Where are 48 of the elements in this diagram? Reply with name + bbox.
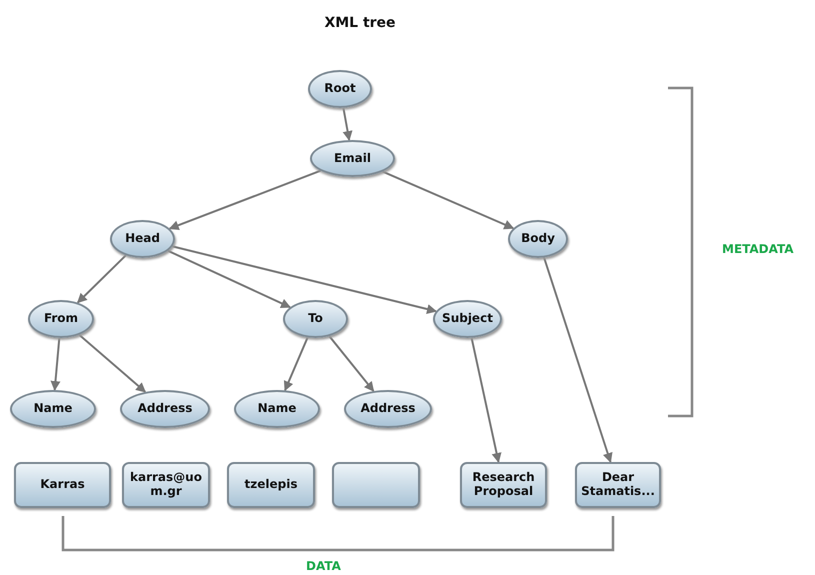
node-label: tzelepis <box>244 478 298 492</box>
value-box <box>227 462 315 508</box>
arrow <box>284 337 309 392</box>
value-box <box>14 462 111 508</box>
arrow <box>76 254 127 304</box>
ellipse-node <box>234 390 320 428</box>
value-box <box>332 462 420 508</box>
ellipse-node <box>120 390 210 428</box>
arrow <box>543 257 612 463</box>
node-label: From <box>42 312 80 326</box>
node-label: karras@uom.gr <box>129 471 203 499</box>
ellipse-node <box>308 70 372 108</box>
node-label: Subject <box>441 312 494 326</box>
value-box <box>575 462 661 508</box>
value-box <box>122 462 210 508</box>
node-label: Address <box>360 402 416 416</box>
arrow <box>328 336 374 392</box>
arrow <box>342 108 352 142</box>
bracket-label: DATA <box>306 559 341 573</box>
arrow <box>382 170 514 230</box>
node-label: Head <box>124 232 161 246</box>
node-label: Address <box>136 402 194 416</box>
arrow <box>50 338 60 391</box>
node-label: Email <box>332 152 372 166</box>
arrow <box>78 334 146 393</box>
arrow <box>470 338 502 463</box>
ellipse-node <box>110 220 175 258</box>
node-label: Karras <box>39 478 86 492</box>
value-box <box>460 462 547 508</box>
diagram-title: XML tree <box>323 15 397 31</box>
arrow <box>168 170 321 230</box>
node-label: Dear Stamatis... <box>580 471 656 499</box>
node-label: Research Proposal <box>471 471 536 499</box>
ellipse-node <box>10 390 96 428</box>
node-label: To <box>307 312 324 326</box>
ellipse-node <box>508 220 568 258</box>
ellipse-node <box>433 300 502 338</box>
node-label: Name <box>32 402 74 416</box>
node-label: Root <box>323 82 357 96</box>
arrow <box>172 245 437 314</box>
node-label: Name <box>256 402 298 416</box>
ellipse-node <box>28 300 94 338</box>
bracket-label: METADATA <box>722 242 794 256</box>
ellipse-node <box>310 140 395 177</box>
node-label: Body <box>520 232 556 246</box>
arrow <box>168 250 291 308</box>
ellipse-node <box>344 390 432 428</box>
ellipse-node <box>283 300 348 338</box>
